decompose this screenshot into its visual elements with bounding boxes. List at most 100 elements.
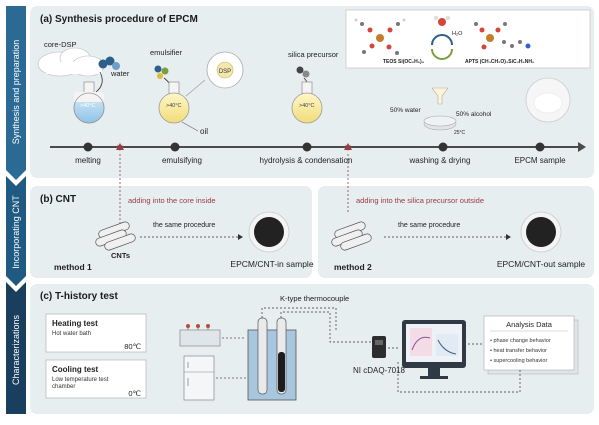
chemistry-box — [345, 9, 591, 69]
sidebar-segment-synthesis — [6, 6, 26, 180]
sidebar-label-characterizations: Characterizations — [11, 314, 21, 385]
dish-temp-label: 25°C — [454, 130, 466, 136]
water-molecule-icon — [434, 16, 450, 26]
analysis-item-3: • supercooling behavior — [490, 358, 547, 364]
flask-temp-2: >40°C — [166, 103, 182, 109]
analysis-item-1: • phase change behavior — [490, 338, 551, 344]
cooling-sub-1: Low temperature test — [52, 377, 109, 383]
dsp-magnified-droplet — [206, 51, 244, 89]
water-drops-icon — [98, 56, 120, 70]
thermocouple-wire-2 — [280, 311, 372, 343]
thermocouple-wire-1 — [261, 307, 337, 330]
oil-label: oil — [200, 127, 208, 136]
cnts-label: CNTs — [111, 251, 130, 260]
water-percent-label: 50% water — [390, 107, 422, 114]
core-dsp-label: core-DSP — [44, 40, 77, 49]
apts-molecule-icon — [474, 22, 531, 50]
monitor-icon — [402, 320, 466, 379]
cooling-test-box — [45, 359, 147, 399]
heating-temp: 80℃ — [124, 342, 141, 351]
dotted-arrow-2-head — [506, 234, 511, 240]
sidebar-label-cnt: Incorporating CNT — [11, 195, 21, 269]
panel-b-right-bg — [318, 186, 594, 278]
dotted-arrow-1-head — [238, 234, 243, 240]
panel-b-left-bg — [30, 186, 312, 278]
panel-b: (b) CNT adding into the core inside addi… — [30, 143, 594, 278]
water-molecule-label: H₂O — [452, 31, 463, 37]
panel-a: (a) Synthesis procedure of EPCM core-DSP… — [30, 6, 594, 178]
cycle-arrows-icon — [431, 34, 453, 60]
emulsifier-icon — [154, 65, 169, 79]
core-link-arrowhead — [116, 143, 124, 150]
dsp-label: DSP — [219, 69, 231, 75]
method2-label: method 2 — [334, 262, 372, 272]
method1-label: method 1 — [54, 262, 92, 272]
emulsifier-label: emulsifier — [150, 48, 183, 57]
flask-temp-1: >40°C — [80, 103, 96, 109]
alcohol-percent-label: 50% alcohol — [456, 111, 492, 118]
panel-a-title: (a) Synthesis procedure of EPCM — [40, 14, 198, 25]
add-silica-label: adding into the silica precursor outside — [356, 196, 484, 205]
panel-b-title: (b) CNT — [40, 194, 76, 205]
heating-title: Heating test — [52, 319, 98, 328]
sidebar-segment-characterizations — [6, 282, 26, 414]
analysis-box — [483, 315, 575, 371]
cooling-sub-2: chamber — [52, 384, 75, 390]
daq-label: NI cDAQ-7018 — [353, 366, 406, 375]
panel-c-title: (c) T-history test — [40, 291, 118, 302]
sidebar-label-synthesis: Synthesis and preparation — [11, 40, 21, 145]
water-label: water — [110, 69, 130, 78]
cnt-tube-icon-1 — [95, 221, 136, 251]
add-core-label: adding into the core inside — [128, 196, 216, 205]
beaker-icon — [247, 317, 297, 401]
cooling-temp: 0℃ — [128, 389, 141, 398]
heating-test-box — [45, 313, 147, 353]
cnt-in-sample-icon — [248, 211, 290, 253]
core-dsp-cloud — [37, 47, 105, 77]
cnt-out-sample-icon — [520, 211, 562, 253]
timeline-markers — [83, 142, 545, 152]
panel-c-bg — [30, 284, 594, 414]
cnt-tube-icon-2 — [331, 221, 372, 251]
thermocouple-label: K-type thermocouple — [280, 294, 349, 303]
step-sample: EPCM sample — [514, 156, 566, 165]
sidebar-segment-cnt — [6, 176, 26, 286]
same-procedure-label-2: the same procedure — [398, 222, 460, 229]
timeline-arrowhead — [578, 142, 586, 152]
flask-hydrolysis — [291, 81, 323, 124]
same-procedure-label-1: the same procedure — [153, 222, 215, 229]
marker-emulsifying — [170, 142, 180, 152]
apts-label: APTS (CH₃CH₂O)₃SiC₃H₆NH₂ — [465, 59, 534, 65]
cnt-out-sample-label: EPCM/CNT-out sample — [497, 259, 586, 269]
cooling-title: Cooling test — [52, 365, 99, 374]
step-emulsifying: emulsifying — [162, 156, 202, 165]
sidebar: Synthesis and preparation Incorporating … — [6, 6, 26, 414]
silica-precursor-label: silica precursor — [288, 50, 339, 59]
heating-sub: Hot water bath — [52, 331, 91, 337]
filter-funnel-icon — [423, 87, 457, 131]
arrow-cloud-to-flask — [95, 71, 103, 93]
marker-washing — [438, 142, 448, 152]
marker-sample — [535, 142, 545, 152]
daq-device-icon — [372, 336, 386, 358]
magnifier-line — [185, 79, 206, 97]
water-bath-icon — [179, 324, 221, 347]
step-hydrolysis: hydrolysis & condensation — [260, 156, 353, 165]
step-melting: melting — [75, 156, 101, 165]
oil-pointer — [181, 121, 199, 132]
flask-temp-3: >40°C — [299, 103, 315, 109]
marker-melting — [83, 142, 93, 152]
teos-label: TEOS Si(OC₂H₅)₄ — [383, 59, 425, 65]
epcm-powder-icon — [525, 77, 571, 123]
analysis-item-2: • heat transfer behavior — [490, 348, 547, 354]
flask-emulsifying — [158, 81, 190, 124]
panel-c: (c) T-history test Heating test Hot wate… — [30, 284, 594, 414]
step-washing: washing & drying — [409, 156, 471, 165]
silica-link-arrowhead — [344, 143, 352, 150]
teos-molecule-icon — [354, 18, 406, 55]
marker-hydrolysis — [302, 142, 312, 152]
test-chamber-icon — [183, 355, 215, 401]
flask-melting — [73, 81, 105, 124]
cnt-in-sample-label: EPCM/CNT-in sample — [230, 259, 313, 269]
